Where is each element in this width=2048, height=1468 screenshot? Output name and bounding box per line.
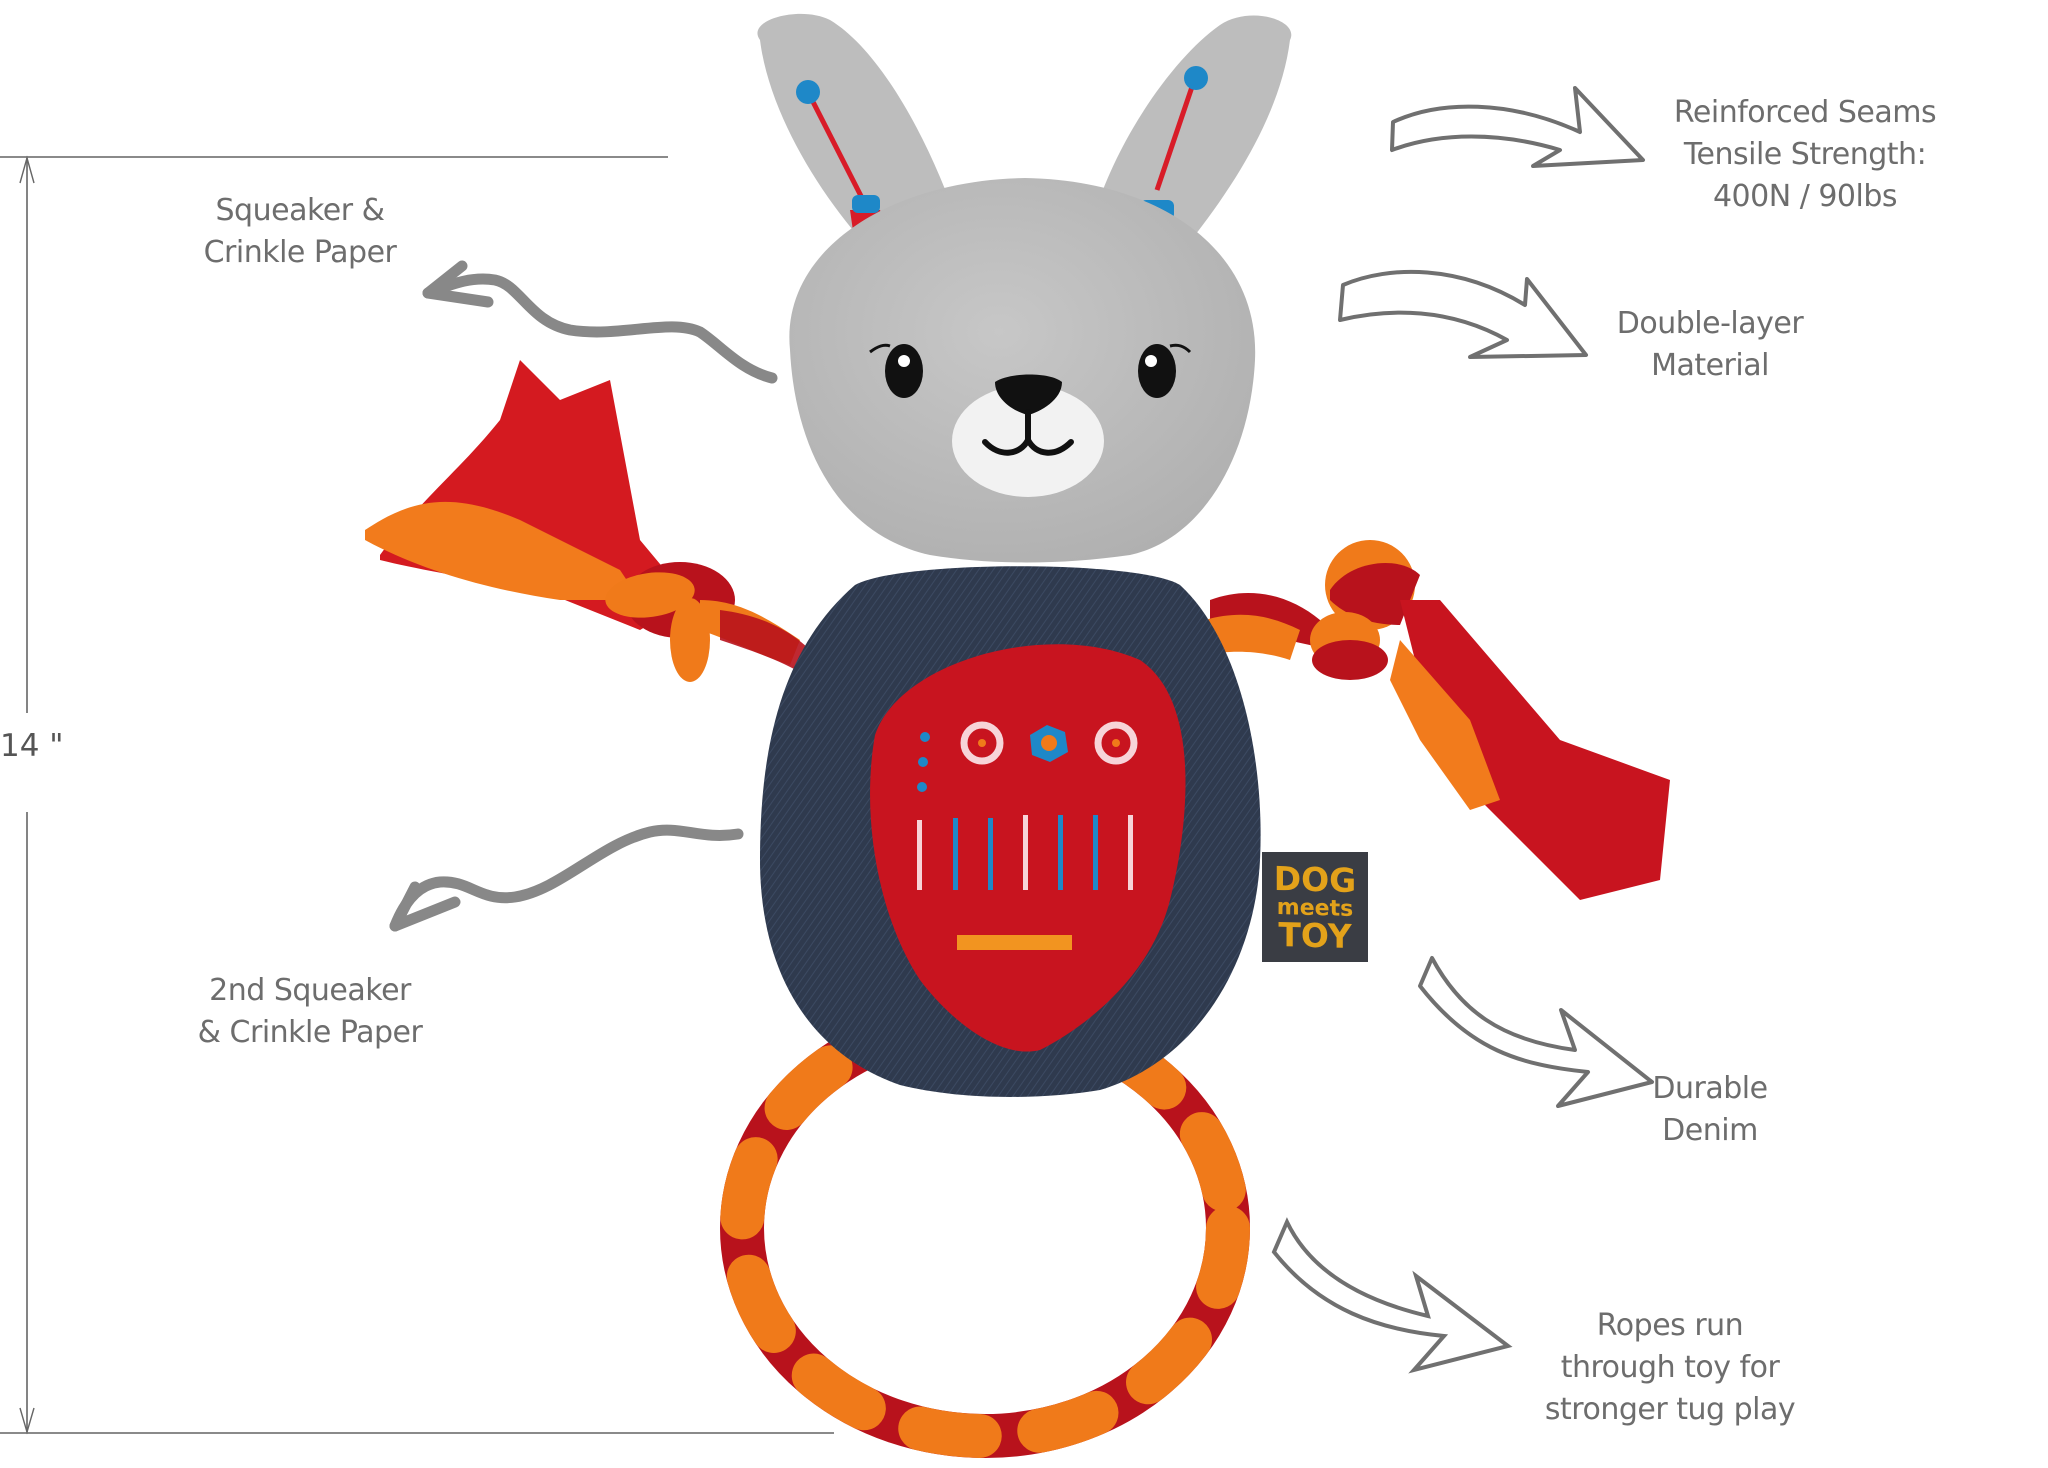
- callout-durable-denim-line2: Denim: [1662, 1113, 1758, 1148]
- outline-arrow-ropes: [1271, 1217, 1513, 1374]
- dimension-marker: [0, 155, 834, 1435]
- callout-reinforced-seams-line3: 400N / 90lbs: [1712, 179, 1898, 214]
- brand-tag: DOG meets TOY: [1262, 851, 1368, 964]
- outline-arrow-denim: [1418, 956, 1654, 1108]
- callout-double-layer-line1: Double-layer: [1616, 306, 1804, 341]
- brand-tag-line3: TOY: [1278, 915, 1352, 956]
- bunny-head: [757, 13, 1292, 563]
- callout-reinforced-seams-line2: Tensile Strength:: [1683, 137, 1927, 172]
- callout-double-layer: Double-layer Material: [1600, 303, 1820, 387]
- squiggle-arrow-bottom: [389, 824, 744, 932]
- callout-ropes-line1: Ropes run: [1596, 1308, 1744, 1343]
- callout-squeaker-top-line2: Crinkle Paper: [203, 235, 397, 270]
- callout-durable-denim-line1: Durable: [1652, 1071, 1768, 1106]
- callout-ropes-line3: stronger tug play: [1544, 1392, 1796, 1427]
- left-rope-tassel: [365, 360, 810, 682]
- callout-reinforced-seams: Reinforced Seams Tensile Strength: 400N …: [1660, 92, 1950, 218]
- squiggle-arrow-top: [422, 260, 778, 384]
- callout-double-layer-line2: Material: [1651, 348, 1769, 383]
- callout-squeaker-bottom: 2nd Squeaker & Crinkle Paper: [192, 970, 428, 1054]
- denim-body: [760, 566, 1261, 1097]
- brand-tag-bg: [1262, 852, 1368, 962]
- outline-arrow-double-layer: [1338, 269, 1588, 359]
- callout-ropes-line2: through toy for: [1560, 1350, 1780, 1385]
- callout-reinforced-seams-line1: Reinforced Seams: [1673, 95, 1937, 130]
- callout-squeaker-bottom-line1: 2nd Squeaker: [209, 973, 411, 1008]
- callout-squeaker-bottom-line2: & Crinkle Paper: [197, 1015, 423, 1050]
- callout-squeaker-top: Squeaker & Crinkle Paper: [195, 190, 405, 274]
- right-rope-tassel: [1205, 540, 1670, 900]
- callout-durable-denim: Durable Denim: [1640, 1068, 1780, 1152]
- callout-ropes: Ropes run through toy for stronger tug p…: [1520, 1305, 1820, 1431]
- callout-squeaker-top-line1: Squeaker &: [215, 193, 385, 228]
- outline-arrow-seams: [1390, 86, 1645, 168]
- height-dimension-label: 14 ": [0, 728, 64, 764]
- chest-embroidery: [917, 721, 1138, 950]
